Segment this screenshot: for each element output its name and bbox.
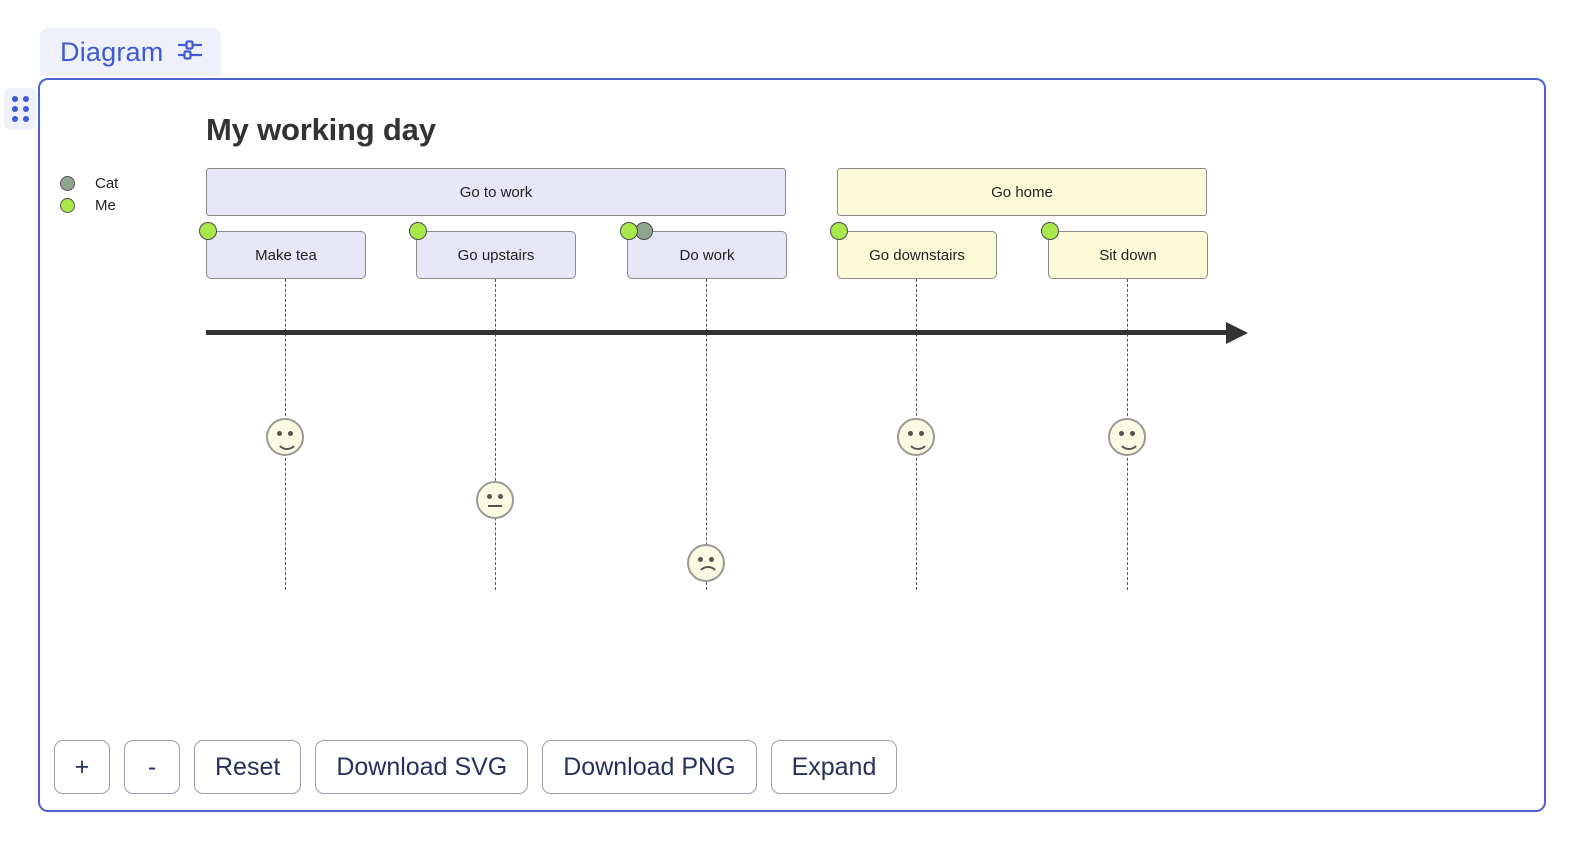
face-eye-left bbox=[908, 431, 913, 436]
actor-dot-me bbox=[409, 222, 427, 240]
face-mouth-happy bbox=[276, 436, 298, 450]
task-box[interactable]: Make tea bbox=[206, 231, 366, 279]
face-eye-right bbox=[709, 557, 714, 562]
face-mouth-sad bbox=[697, 566, 719, 580]
section-label: Go home bbox=[991, 183, 1053, 201]
face-eye-left bbox=[487, 494, 492, 499]
task-box[interactable]: Go downstairs bbox=[837, 231, 997, 279]
face-eye-left bbox=[698, 557, 703, 562]
reset-button[interactable]: Reset bbox=[194, 740, 302, 794]
mood-face-sad bbox=[687, 544, 725, 582]
legend-swatch bbox=[60, 197, 75, 213]
expand-button[interactable]: Expand bbox=[770, 740, 898, 794]
task-label: Go upstairs bbox=[457, 246, 535, 264]
section-bar: Go to work bbox=[206, 168, 786, 216]
actor-dot-me bbox=[830, 222, 848, 240]
task-box[interactable]: Go upstairs bbox=[416, 231, 576, 279]
face-eye-right bbox=[1130, 431, 1135, 436]
section-bar: Go home bbox=[837, 168, 1207, 216]
tab-diagram-label: Diagram bbox=[60, 36, 164, 67]
download-png-button[interactable]: Download PNG bbox=[542, 740, 757, 794]
legend-label: Cat bbox=[95, 174, 119, 192]
zoom-in-button[interactable]: + bbox=[54, 740, 110, 794]
legend-label: Me bbox=[95, 196, 116, 214]
mood-face-happy bbox=[266, 418, 304, 456]
face-eye-right bbox=[498, 494, 503, 499]
task-drop-line bbox=[495, 279, 496, 590]
task-drop-line bbox=[706, 279, 707, 590]
actor-dot-me bbox=[620, 222, 638, 240]
task-label: Make tea bbox=[255, 246, 317, 264]
legend-item-cat: Cat bbox=[60, 172, 118, 194]
legend-item-me: Me bbox=[60, 194, 118, 216]
actor-dot-me bbox=[1041, 222, 1059, 240]
timeline-arrow-icon bbox=[1226, 322, 1248, 344]
task-label: Do work bbox=[679, 246, 735, 264]
task-label: Go downstairs bbox=[869, 246, 965, 264]
actor-dot-me bbox=[199, 222, 217, 240]
section-label: Go to work bbox=[459, 183, 533, 201]
diagram-title: My working day bbox=[206, 112, 436, 147]
face-eye-right bbox=[919, 431, 924, 436]
legend-swatch bbox=[60, 175, 75, 191]
task-box[interactable]: Do work bbox=[627, 231, 787, 279]
zoom-out-button[interactable]: - bbox=[124, 740, 180, 794]
face-eye-right bbox=[288, 431, 293, 436]
task-box[interactable]: Sit down bbox=[1048, 231, 1208, 279]
face-eye-left bbox=[1119, 431, 1124, 436]
task-label: Sit down bbox=[1099, 246, 1157, 264]
face-eye-left bbox=[277, 431, 282, 436]
download-svg-button[interactable]: Download SVG bbox=[315, 740, 529, 794]
mood-face-neutral bbox=[476, 481, 514, 519]
mood-face-happy bbox=[897, 418, 935, 456]
face-mouth-happy bbox=[1118, 436, 1140, 450]
drag-handle[interactable] bbox=[4, 88, 36, 130]
tab-diagram[interactable]: Diagram bbox=[40, 28, 222, 76]
sliders-icon[interactable] bbox=[177, 39, 203, 66]
face-mouth-happy bbox=[907, 436, 929, 450]
face-mouth-neutral bbox=[488, 505, 502, 507]
drag-dots-icon bbox=[11, 96, 29, 122]
mood-face-happy bbox=[1108, 418, 1146, 456]
timeline-axis bbox=[206, 330, 1226, 335]
